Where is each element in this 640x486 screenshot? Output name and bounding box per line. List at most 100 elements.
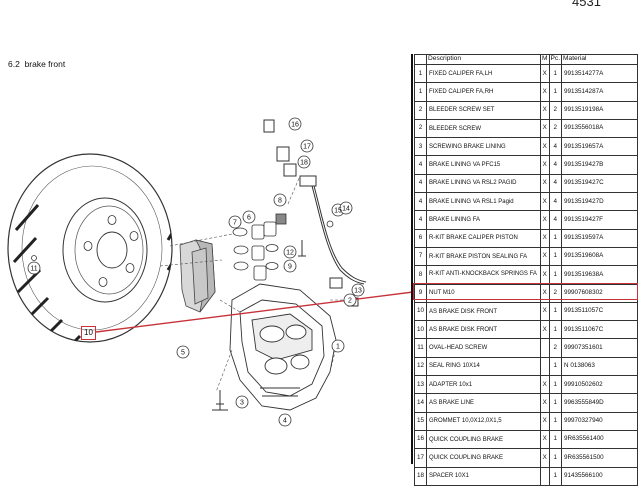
page-header-code: 4531: [572, 0, 601, 9]
callout-5: 5: [181, 350, 185, 357]
cell-pc: 2: [548, 118, 563, 139]
cell-pc: 2: [548, 283, 563, 303]
cell-m: X: [540, 137, 550, 157]
cell-no: 1: [413, 82, 428, 102]
cell-description: AS BRAKE LINE: [426, 393, 542, 413]
cell-material: 9913519427F: [561, 210, 639, 230]
cell-no: 14: [413, 393, 428, 413]
cell-no: 4: [413, 210, 428, 230]
cell-description: QUICK COUPLING BRAKE: [426, 448, 542, 468]
cell-no: 15: [413, 411, 428, 431]
cell-pc: 4: [548, 173, 563, 194]
cell-description: SPACER 10X1: [426, 466, 542, 486]
cell-pc: 1: [548, 228, 563, 248]
cell-material: 9913519198A: [561, 100, 639, 120]
cell-no: 8: [413, 265, 428, 285]
header-material: Material: [561, 54, 639, 65]
cell-material: 9R635561500: [561, 448, 639, 468]
callout-1: 1: [336, 344, 340, 351]
cell-material: 9913511057C: [561, 301, 639, 322]
cell-pc: 4: [548, 192, 563, 212]
cell-no: 10: [413, 301, 428, 322]
cell-no: 7: [413, 246, 428, 267]
cell-description: AS BRAKE DISK FRONT: [426, 301, 542, 322]
cell-no: 4: [413, 173, 428, 194]
cell-description: SCREWING BRAKE LINING: [426, 137, 542, 157]
cell-material: N 0138063: [561, 356, 639, 377]
small-parts-drawing: [31, 220, 334, 261]
callout-6: 6: [247, 215, 251, 222]
cell-no: 6: [413, 228, 428, 248]
cell-description: BLEEDER SCREW SET: [426, 100, 542, 120]
cell-pc: 4: [548, 210, 563, 230]
cell-pc: 2: [548, 100, 563, 120]
cell-no: 12: [413, 356, 428, 377]
cell-no: 2: [413, 118, 428, 139]
cell-m: X: [540, 448, 550, 468]
cell-description: BRAKE LINING VA RSL2 PAGID: [426, 173, 542, 194]
callout-10-box[interactable]: 10: [81, 326, 96, 340]
cell-m: X: [540, 192, 550, 212]
brake-pads-drawing: [179, 239, 216, 313]
cell-m: X: [540, 100, 550, 120]
cell-material: 9913519657A: [561, 137, 639, 157]
cell-material: 9913519427D: [561, 192, 639, 212]
cell-material: 99970327940: [561, 411, 639, 431]
cell-m: X: [540, 228, 550, 248]
cell-m: X: [540, 63, 550, 84]
header-m: M: [540, 54, 550, 65]
callout-10: 10: [84, 328, 93, 337]
cell-material: 99910502602: [561, 375, 639, 395]
cell-pc: 2: [548, 338, 563, 358]
cell-description: OVAL-HEAD SCREW: [426, 338, 542, 358]
header-pc: Pc.: [548, 54, 563, 65]
cell-pc: 1: [548, 466, 563, 486]
cell-no: 10: [413, 320, 428, 340]
cell-pc: 1: [548, 393, 563, 413]
cell-material: 9913519608A: [561, 246, 639, 267]
callout-15: 15: [334, 208, 342, 215]
callout-8: 8: [278, 198, 282, 205]
cell-m: X: [540, 82, 550, 102]
cell-m: [540, 338, 550, 358]
cell-material: 9913514287A: [561, 82, 639, 102]
brake-line-drawing: [212, 119, 367, 411]
table-header-row: Description M Pc. Material: [413, 54, 639, 65]
callout-9: 9: [288, 264, 292, 271]
cell-no: 1: [413, 63, 428, 84]
cell-m: X: [540, 118, 550, 139]
cell-description: BRAKE LINING FA: [426, 210, 542, 230]
cell-pc: 1: [548, 246, 563, 267]
cell-material: 9913519638A: [561, 265, 639, 285]
callout-14: 14: [342, 206, 350, 213]
header-no: [413, 54, 428, 65]
cell-material: 9913514277A: [561, 63, 639, 84]
cell-description: BRAKE LINING VA PFC15: [426, 155, 542, 175]
callout-7: 7: [233, 220, 237, 227]
